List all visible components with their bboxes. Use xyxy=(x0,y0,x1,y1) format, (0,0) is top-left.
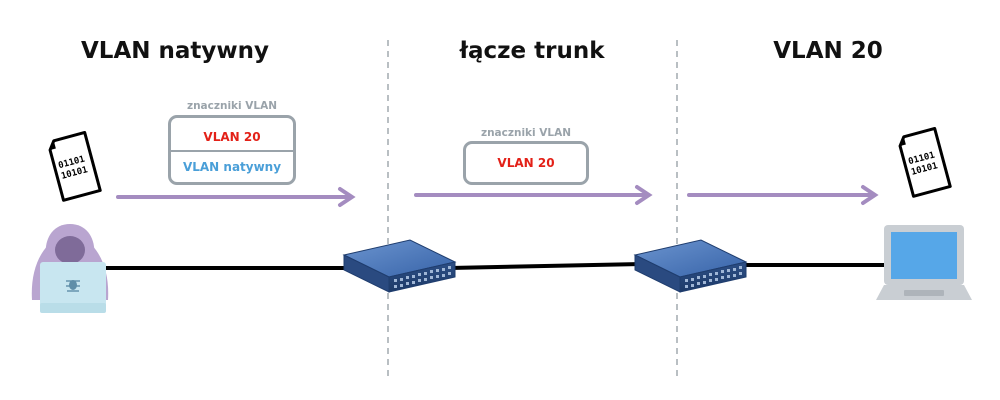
vlan-tag-divider xyxy=(171,150,293,152)
binary-file-icon-left: 01101 10101 xyxy=(48,130,102,202)
flow-arrow-3 xyxy=(687,185,879,205)
vlan-tag-vlan20: VLAN 20 xyxy=(203,130,261,144)
network-link-switch1-switch2 xyxy=(449,262,641,270)
vlan-tags-caption-middle: znaczniki VLAN xyxy=(480,127,572,139)
binary-file-icon-right: 01101 10101 xyxy=(898,126,952,198)
vlan-tags-caption-left: znaczniki VLAN xyxy=(186,100,278,112)
section-title-native-vlan: VLAN natywny xyxy=(80,38,270,64)
bug-icon xyxy=(66,280,80,292)
section-title-vlan-20: VLAN 20 xyxy=(773,38,883,64)
section-title-trunk-link: łącze trunk xyxy=(459,38,605,64)
vlan-tag-vlan20-middle: VLAN 20 xyxy=(497,156,555,170)
network-switch-2 xyxy=(633,239,748,293)
vlan-tag-stack-left: VLAN 20 VLAN natywny xyxy=(168,115,296,185)
network-switch-1 xyxy=(342,239,457,293)
flow-arrow-2 xyxy=(414,185,653,205)
flow-arrow-1 xyxy=(116,187,356,207)
attacker-icon xyxy=(31,224,109,313)
vlan-tag-stack-middle: VLAN 20 xyxy=(463,141,589,185)
vlan-tag-native: VLAN natywny xyxy=(182,160,282,174)
laptop-icon xyxy=(876,225,972,300)
